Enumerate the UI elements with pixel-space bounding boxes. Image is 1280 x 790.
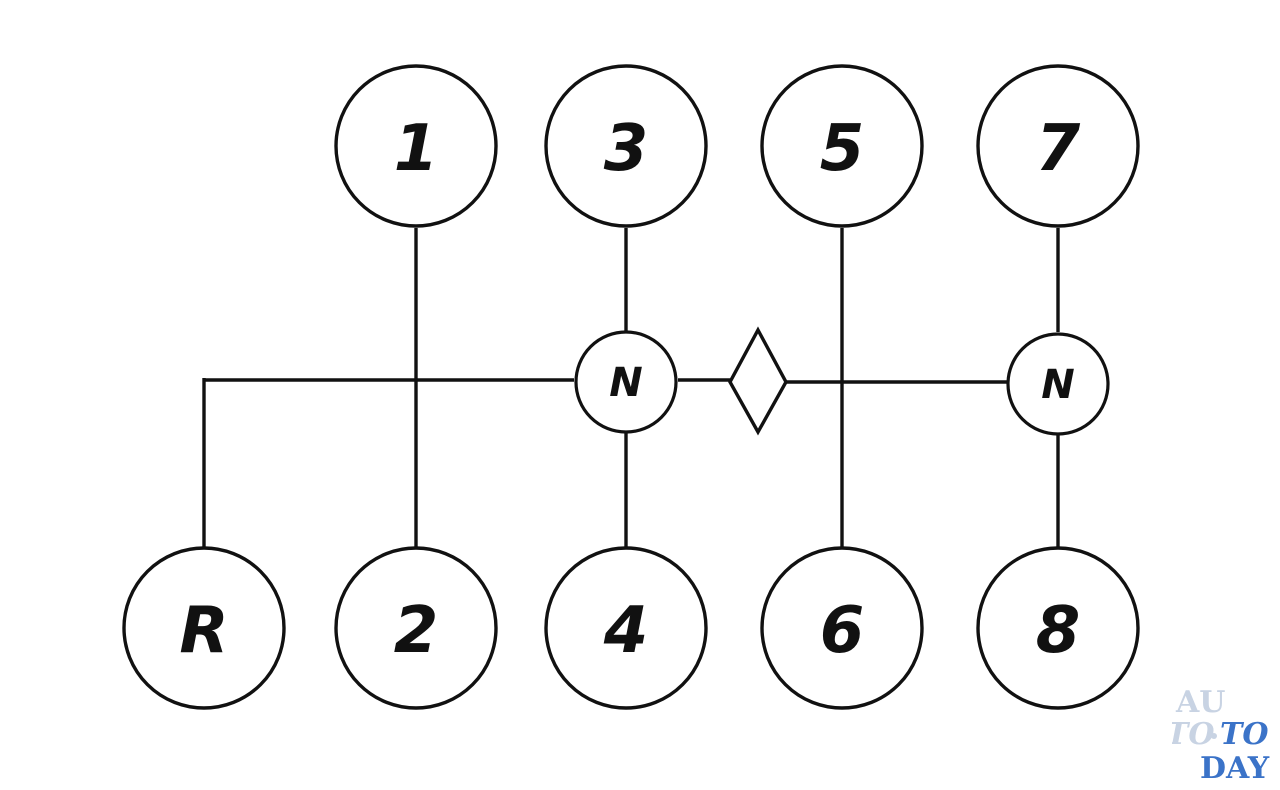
gear-7-label: 7 — [1036, 112, 1081, 186]
gear-2: 2 — [334, 546, 498, 710]
gear-1: 1 — [334, 64, 498, 228]
gear-5-label: 5 — [820, 112, 865, 186]
gear-5: 5 — [760, 64, 924, 228]
shift-linkage-lines — [202, 228, 1060, 548]
gear-2-label: 2 — [394, 594, 439, 668]
watermark-line-3: DAY — [1200, 751, 1270, 784]
gear-reverse-label: R — [179, 594, 228, 668]
gear-4-label: 4 — [603, 594, 649, 668]
gear-8: 8 — [976, 546, 1140, 710]
gear-6: 6 — [760, 546, 924, 710]
gear-3: 3 — [544, 64, 708, 228]
gear-reverse: R — [122, 546, 286, 710]
gear-8-label: 8 — [1036, 594, 1081, 668]
range-selector-diamond — [728, 326, 788, 436]
gear-7: 7 — [976, 64, 1140, 228]
autotoday-watermark-logo: AU TO TO DAY — [1172, 685, 1270, 784]
neutral-label-right: N — [1041, 362, 1074, 408]
watermark-line-1: AU — [1175, 685, 1225, 720]
neutral-label-left: N — [609, 360, 642, 406]
gear-3-label: 3 — [604, 112, 649, 186]
gear-6-label: 6 — [820, 594, 865, 668]
gear-1-label: 1 — [394, 112, 439, 186]
neutral-node-right: N — [1006, 332, 1110, 436]
gear-4: 4 — [544, 546, 708, 710]
watermark-dot — [1211, 733, 1217, 739]
watermark-line-2b: TO — [1220, 717, 1268, 752]
watermark-line-2a: TO — [1172, 717, 1214, 752]
neutral-node-left: N — [574, 330, 678, 434]
